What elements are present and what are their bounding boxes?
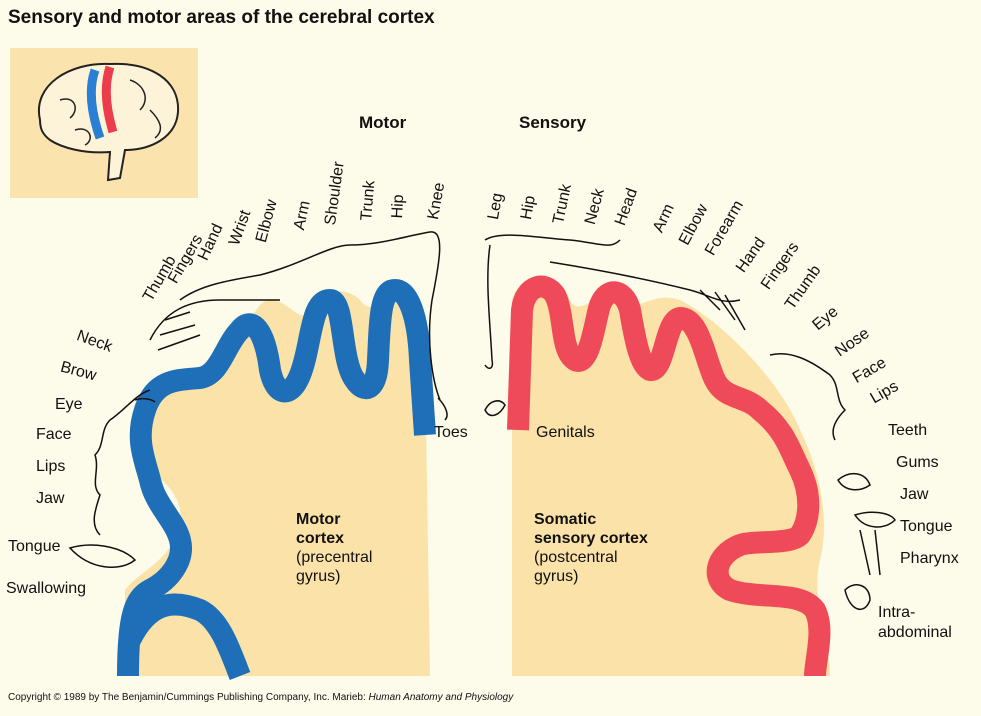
copyright-book-title: Human Anatomy and Physiology: [368, 692, 514, 703]
motor-cortex-title-1: Motor: [296, 511, 341, 528]
motor-label-hip: Hip: [389, 194, 408, 219]
motor-cortex-sub-1: (precentral: [296, 549, 373, 566]
sensory-cortex-title-1: Somatic: [534, 511, 597, 528]
motor-label-swallowing: Swallowing: [6, 580, 87, 597]
motor-heading: Motor: [359, 113, 407, 132]
motor-label-toes: Toes: [434, 424, 468, 441]
sensory-label-genitals: Genitals: [536, 424, 595, 441]
sensory-cortex-sub-2: gyrus): [534, 568, 579, 585]
motor-label-lips: Lips: [36, 458, 66, 475]
motor-label-eye: Eye: [55, 396, 83, 413]
motor-cortex-sub-2: gyrus): [296, 568, 341, 585]
motor-cortex-caption: Motor cortex (precentral gyrus): [296, 510, 372, 586]
copyright-notice: Copyright © 1989 by The Benjamin/Cumming…: [8, 692, 513, 703]
sensory-label-tongue: Tongue: [900, 518, 953, 535]
sensory-cortex-title-2: sensory cortex: [534, 530, 648, 547]
sensory-cortex-sub-1: (postcentral: [534, 549, 618, 566]
motor-label-trunk: Trunk: [358, 179, 379, 222]
sensory-homunculus: [484, 234, 896, 610]
motor-gyrus-band: [117, 279, 436, 677]
copyright-prefix: Copyright © 1989 by The Benjamin/Cumming…: [8, 692, 369, 703]
sensory-heading: Sensory: [519, 113, 587, 132]
motor-label-face: Face: [36, 426, 72, 443]
motor-homunculus: [68, 231, 448, 568]
motor-label-jaw: Jaw: [36, 490, 65, 507]
sensory-label-pharynx: Pharynx: [900, 550, 959, 567]
sensory-label-teeth: Teeth: [888, 422, 928, 439]
sensory-gyrus-band: [507, 275, 831, 677]
motor-label-tongue: Tongue: [8, 538, 61, 555]
sensory-label-gums: Gums: [896, 454, 939, 471]
sensory-label-intra: Intra-: [878, 604, 916, 621]
sensory-label-jaw: Jaw: [900, 486, 929, 503]
sensory-tissue: [512, 277, 830, 676]
sensory-cortex-caption: Somatic sensory cortex (postcentral gyru…: [534, 510, 648, 586]
diagram-title: Sensory and motor areas of the cerebral …: [8, 7, 435, 28]
brain-inset: [10, 48, 198, 198]
sensory-label-abdominal: abdominal: [878, 624, 952, 641]
motor-cortex-title-2: cortex: [296, 530, 345, 547]
